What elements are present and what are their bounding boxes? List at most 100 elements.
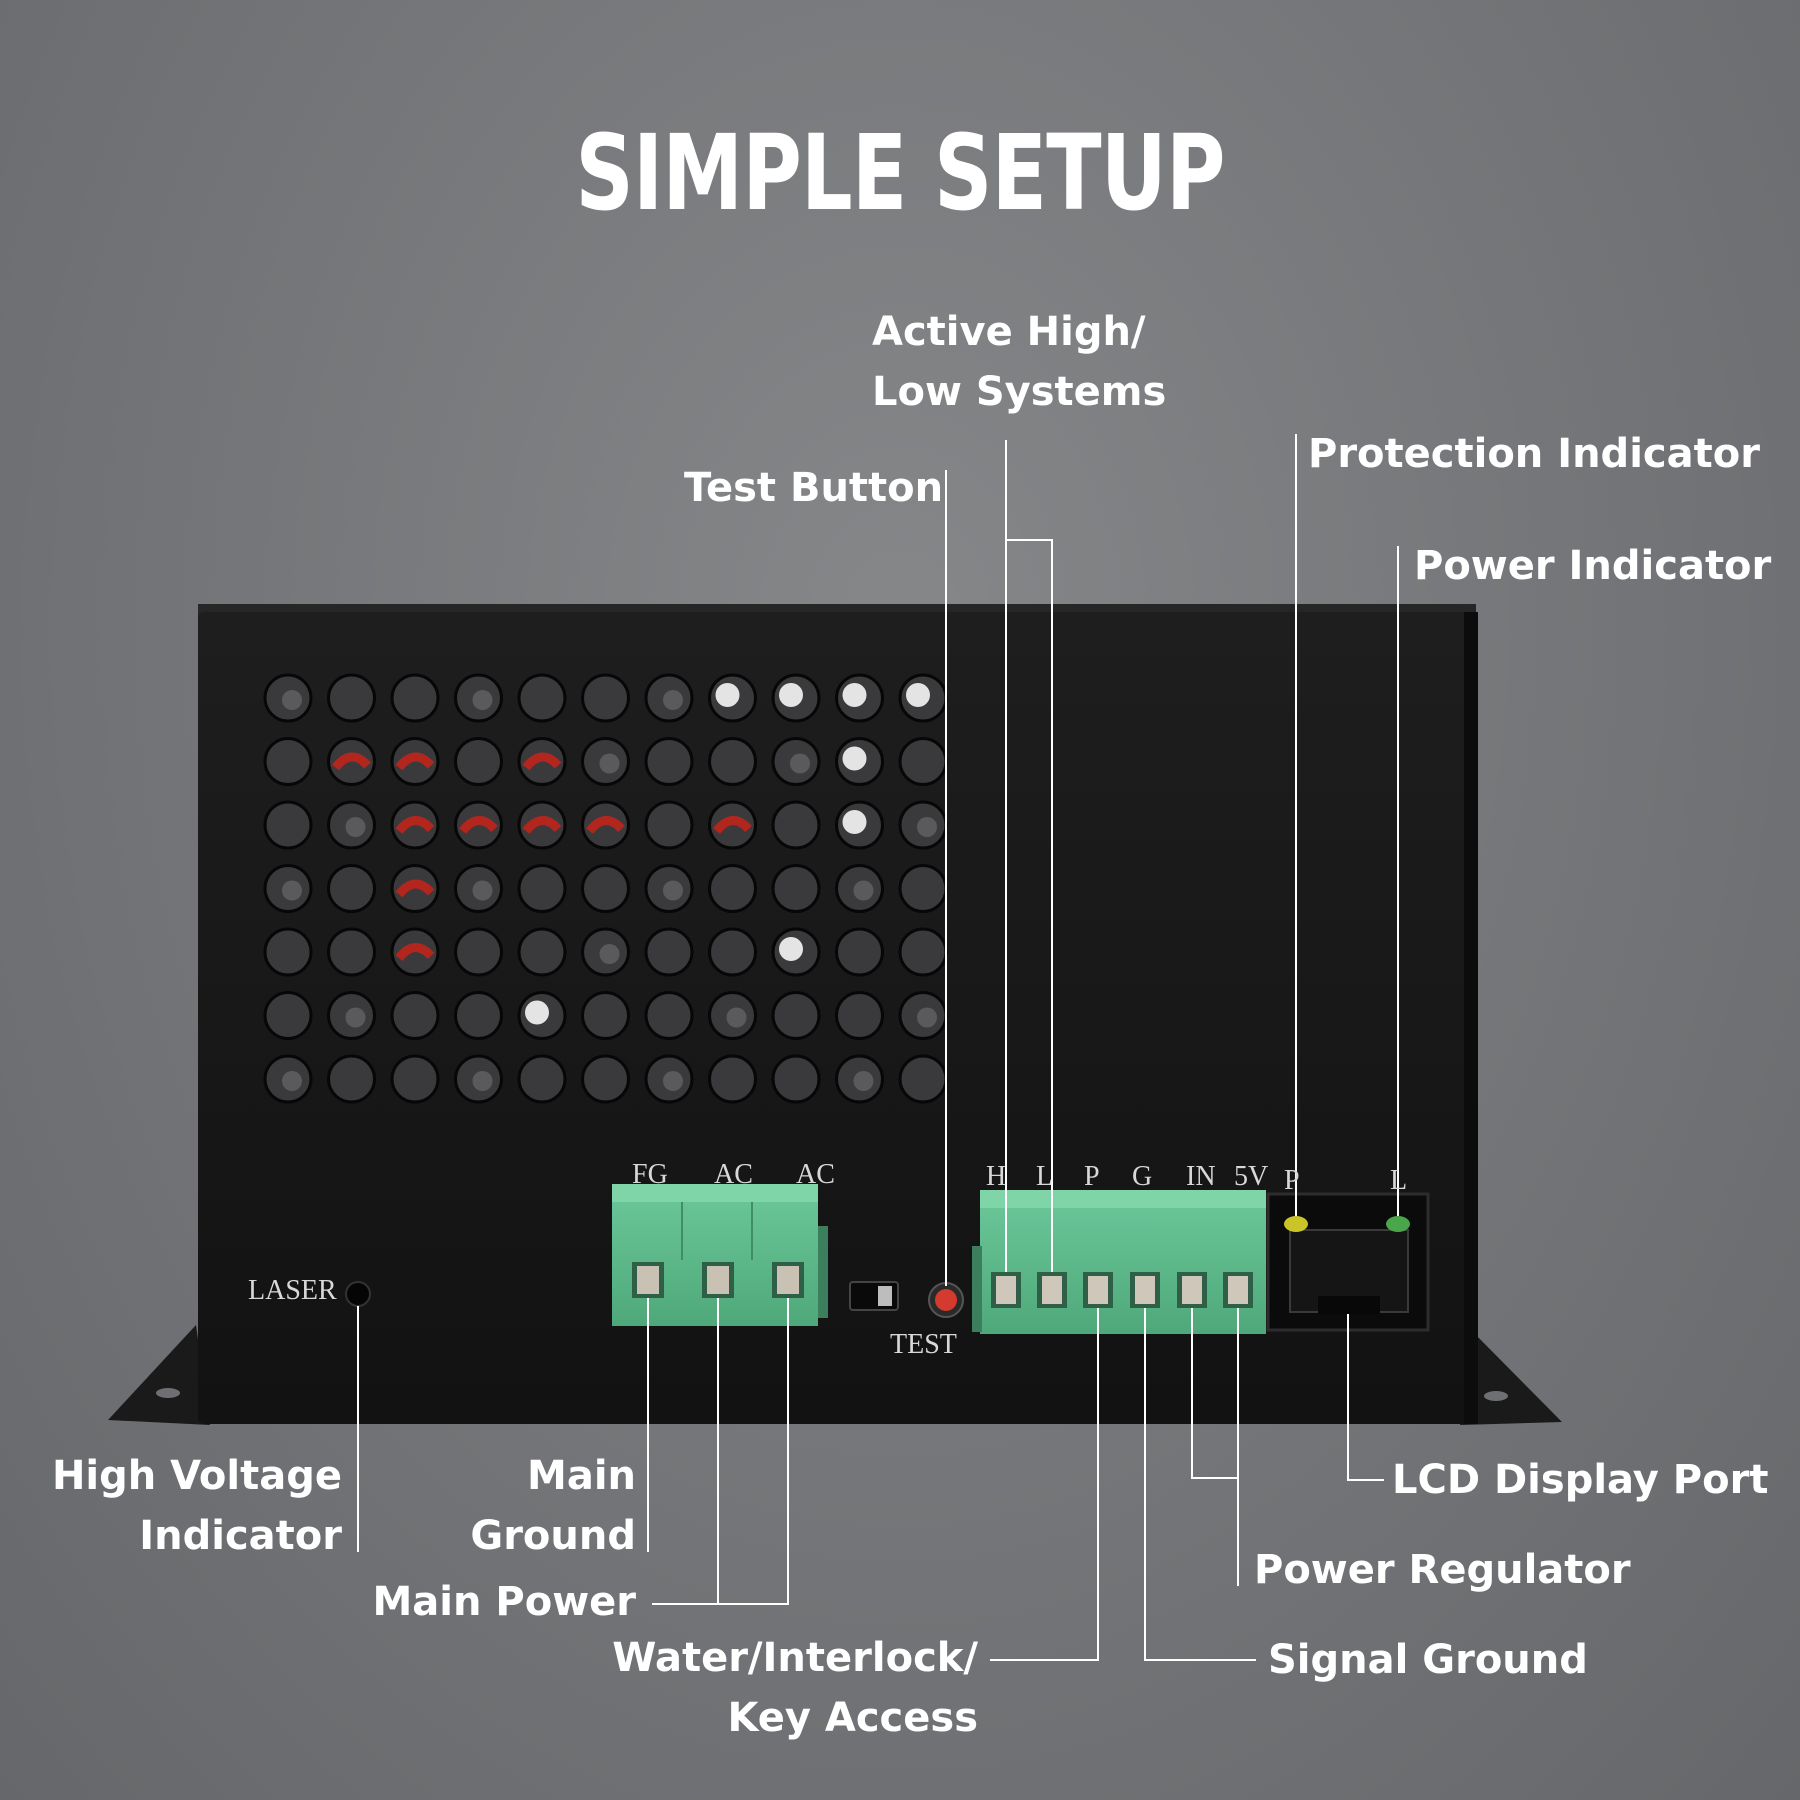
right-foot-hole — [1484, 1391, 1508, 1401]
label-water-interlock: Water/Interlock/ Key Access — [612, 1635, 978, 1741]
vent-hole — [517, 673, 567, 723]
vent-hole — [327, 864, 376, 913]
vent-hole — [390, 673, 440, 723]
left-foot-hole — [156, 1388, 180, 1398]
vent-hole — [835, 927, 884, 977]
power-terminal-screw — [632, 1262, 664, 1298]
power-led — [1386, 1216, 1410, 1232]
silk-ac-2: AC — [796, 1159, 835, 1190]
vent-hole — [390, 1054, 440, 1104]
power-terminal-block — [612, 1184, 828, 1326]
silk-ac-1: AC — [714, 1159, 753, 1190]
power-terminal-screw — [702, 1262, 734, 1298]
silk-led-l: L — [1390, 1165, 1408, 1196]
signal-terminal-screw — [1223, 1272, 1253, 1308]
page-title: SIMPLE SETUP — [575, 112, 1225, 234]
vent-hole — [835, 864, 884, 913]
vent-hole — [263, 1054, 313, 1104]
mode-switch-slider — [878, 1286, 892, 1306]
silk-fg: FG — [632, 1159, 668, 1190]
silk-p: P — [1084, 1161, 1100, 1192]
terminal-screws — [632, 1262, 1253, 1308]
vent-hole — [708, 800, 757, 850]
vent-hole — [454, 673, 503, 723]
silk-led-p: P — [1284, 1165, 1300, 1196]
vent-hole — [644, 927, 694, 977]
signal-terminal-screw — [1177, 1272, 1207, 1308]
vent-hole — [771, 864, 821, 913]
vent-hole — [835, 737, 884, 786]
leader-signal-ground — [1144, 1308, 1256, 1661]
vent-hole — [771, 737, 821, 786]
label-protection-indicator: Protection Indicator — [1308, 431, 1760, 477]
label-power-regulator: Power Regulator — [1254, 1547, 1631, 1593]
label-power-indicator: Power Indicator — [1414, 543, 1772, 589]
leader-water-interlock — [990, 1308, 1099, 1661]
vent-hole — [644, 991, 694, 1040]
silk-g: G — [1132, 1161, 1153, 1192]
vent-hole — [263, 800, 313, 850]
vent-hole — [390, 800, 440, 850]
silk-h: H — [986, 1161, 1007, 1192]
label-test-button: Test Button — [684, 465, 944, 511]
silk-l: L — [1036, 1161, 1054, 1192]
vent-hole — [390, 927, 440, 977]
right-mounting-foot — [1460, 1325, 1562, 1425]
vent-grid — [263, 673, 948, 1104]
vent-hole — [644, 673, 694, 723]
vent-hole — [263, 864, 313, 913]
vent-hole — [263, 673, 313, 723]
vent-hole — [390, 991, 440, 1040]
vent-hole — [581, 927, 630, 977]
vent-hole — [581, 800, 630, 850]
leader-power-regulator — [1191, 1308, 1239, 1586]
vent-hole — [517, 864, 567, 913]
signal-terminal-screw — [1083, 1272, 1113, 1308]
protection-led — [1284, 1216, 1308, 1232]
power-terminal-screw — [772, 1262, 804, 1298]
vent-hole — [771, 1054, 821, 1104]
vent-hole — [327, 991, 376, 1040]
vent-hole — [644, 800, 694, 850]
test-button-cap — [935, 1289, 957, 1311]
vent-hole — [835, 991, 884, 1040]
vent-hole — [708, 864, 757, 913]
vent-hole — [517, 737, 567, 786]
vent-hole — [454, 927, 503, 977]
vent-hole — [708, 1054, 757, 1104]
signal-terminal-block — [972, 1190, 1266, 1334]
vent-hole — [644, 737, 694, 786]
signal-terminal-screw — [1130, 1272, 1160, 1308]
vent-hole — [517, 1054, 567, 1104]
vent-hole — [644, 864, 694, 913]
silk-in: IN — [1186, 1161, 1216, 1192]
vent-hole — [517, 991, 567, 1040]
vent-hole — [835, 673, 884, 723]
vent-hole — [454, 800, 503, 850]
silk-laser: LASER — [248, 1275, 337, 1306]
left-mounting-foot — [108, 1325, 210, 1425]
signal-terminal-screw — [991, 1272, 1021, 1308]
leader-active-low — [1006, 539, 1053, 1272]
vent-hole — [644, 1054, 694, 1104]
vent-hole — [263, 737, 313, 786]
vent-hole — [898, 673, 948, 723]
vent-hole — [898, 991, 948, 1040]
leader-main-power — [652, 1298, 789, 1605]
label-signal-ground: Signal Ground — [1268, 1637, 1588, 1683]
vent-hole — [898, 927, 948, 977]
vent-hole — [898, 864, 948, 913]
signal-terminal-screw — [1037, 1272, 1067, 1308]
label-high-voltage-indicator: High Voltage Indicator — [51, 1453, 342, 1559]
vent-hole — [454, 864, 503, 913]
vent-hole — [581, 1054, 630, 1104]
vent-hole — [390, 737, 440, 786]
vent-hole — [517, 927, 567, 977]
vent-hole — [327, 927, 376, 977]
vent-hole — [898, 1054, 948, 1104]
vent-hole — [708, 673, 757, 723]
leader-lines — [357, 434, 1399, 1661]
vent-hole — [454, 737, 503, 786]
label-lcd-display-port: LCD Display Port — [1392, 1457, 1769, 1503]
